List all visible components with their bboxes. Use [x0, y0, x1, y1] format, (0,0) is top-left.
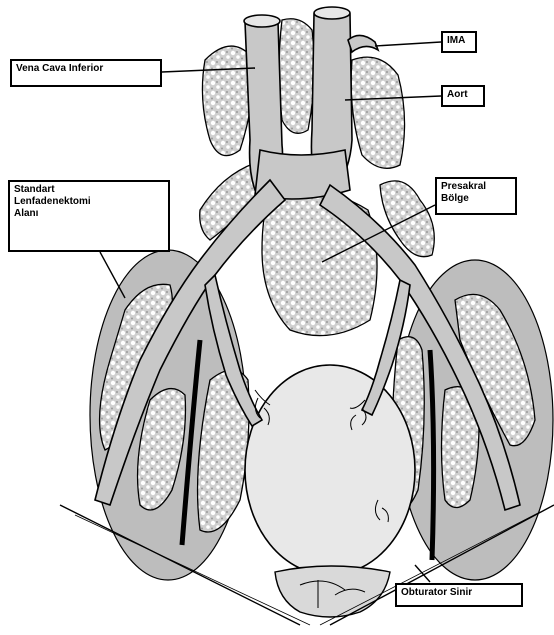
lymph-node — [351, 57, 404, 168]
ima-vessel — [348, 35, 378, 52]
label-presakral-bolge: Presakral Bölge — [435, 177, 517, 215]
label-obturator-sinir: Obturator Sinir — [395, 583, 523, 607]
lymph-node — [279, 19, 314, 134]
prostate — [275, 566, 390, 617]
lymph-node — [202, 46, 252, 156]
bladder — [245, 365, 415, 575]
label-aort: Aort — [441, 85, 485, 107]
label-vena-cava-inferior: Vena Cava Inferior — [10, 59, 162, 87]
label-standart-lenfadenektomi-alani: Standart Lenfadenektomi Alanı — [8, 180, 170, 252]
label-ima: IMA — [441, 31, 477, 53]
